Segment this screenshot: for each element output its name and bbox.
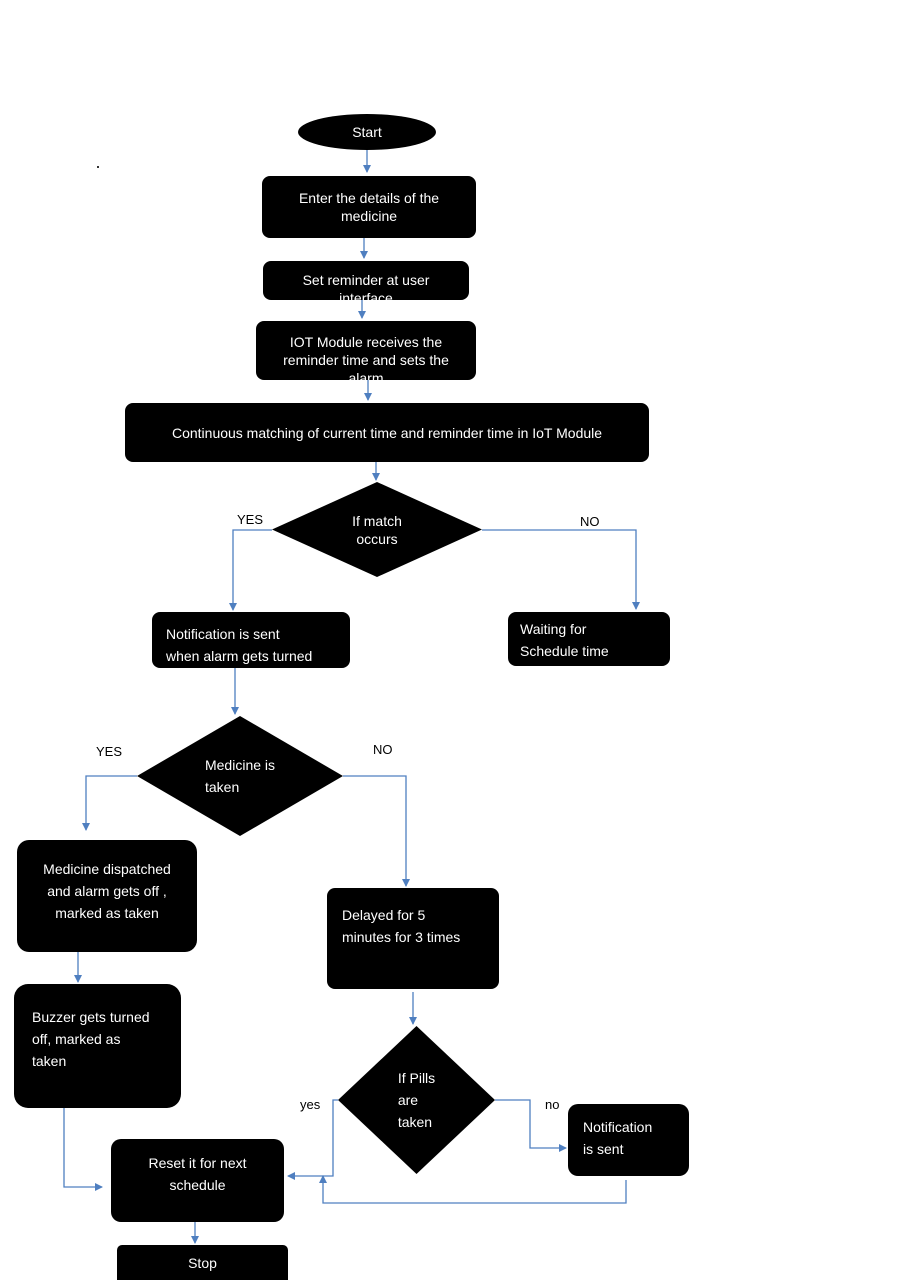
reset-box: Reset it for next schedule (111, 1139, 284, 1222)
edge-pills-yes (287, 1099, 338, 1180)
notification-alarm-label: Notification is sent when alarm gets tur… (166, 626, 313, 664)
edge-pills-no (495, 1099, 567, 1152)
edge-medicine-yes (82, 775, 137, 831)
match-yes-label: YES (237, 512, 264, 527)
set-reminder-label: Set reminder at user interface (302, 272, 430, 300)
medicine-taken-label: Medicine is taken (204, 757, 276, 795)
if-match-label: If match occurs (352, 512, 402, 547)
reset-label: Reset it for next schedule (148, 1155, 247, 1193)
notification-alarm-box: Notification is sent when alarm gets tur… (152, 612, 350, 668)
stop-label: Stop (188, 1254, 217, 1271)
if-pills-taken-label: If Pills are taken (397, 1070, 436, 1130)
pills-yes-label: yes (300, 1097, 321, 1112)
if-match-diamond-shape (272, 482, 482, 577)
buzzer-off-box: Buzzer gets turned off, marked as taken (14, 984, 181, 1108)
delayed-label: Delayed for 5 minutes for 3 times (342, 907, 461, 945)
medicine-no-label: NO (373, 742, 393, 757)
notification-sent-box: Notification is sent (568, 1104, 689, 1176)
iot-receives-label: IOT Module receives the reminder time an… (283, 334, 449, 380)
iot-receives-box: IOT Module receives the reminder time an… (256, 321, 476, 380)
waiting-box: Waiting for Schedule time (508, 612, 670, 666)
start-label: Start (352, 124, 382, 140)
if-pills-diamond-shape (338, 1026, 495, 1174)
enter-details-box: Enter the details of the medicine (262, 176, 476, 238)
medicine-taken-diamond-shape (137, 716, 343, 836)
pills-no-label: no (545, 1097, 560, 1112)
edge-medicine-no (343, 775, 410, 887)
set-reminder-box: Set reminder at user interface (263, 261, 469, 300)
enter-details-label: Enter the details of the medicine (298, 190, 440, 224)
delayed-box: Delayed for 5 minutes for 3 times (327, 888, 499, 989)
stop-terminal: Stop (117, 1245, 288, 1280)
medicine-dispatched-label: Medicine dispatched and alarm gets off ,… (43, 861, 171, 921)
match-no-label: NO (580, 514, 600, 529)
medicine-yes-label: YES (96, 744, 123, 759)
notification-sent-label: Notification is sent (583, 1119, 653, 1157)
if-pills-taken-decision: If Pills are taken (338, 1026, 495, 1174)
continuous-matching-label: Continuous matching of current time and … (171, 424, 603, 441)
medicine-dispatched-box: Medicine dispatched and alarm gets off ,… (17, 840, 197, 952)
stray-dot (97, 166, 99, 168)
waiting-label: Waiting for Schedule time (520, 621, 609, 659)
edge-buzzer-to-reset (63, 1108, 103, 1191)
edge-match-no (482, 529, 640, 610)
medicine-taken-decision: Medicine is taken (137, 716, 343, 836)
edge-notification-loop (319, 1175, 627, 1204)
buzzer-off-label: Buzzer gets turned off, marked as taken (32, 1009, 150, 1069)
if-match-decision: If match occurs (272, 482, 482, 577)
edge-match-yes (229, 529, 272, 611)
start-terminal: Start (298, 114, 436, 150)
continuous-matching-box: Continuous matching of current time and … (125, 403, 649, 462)
